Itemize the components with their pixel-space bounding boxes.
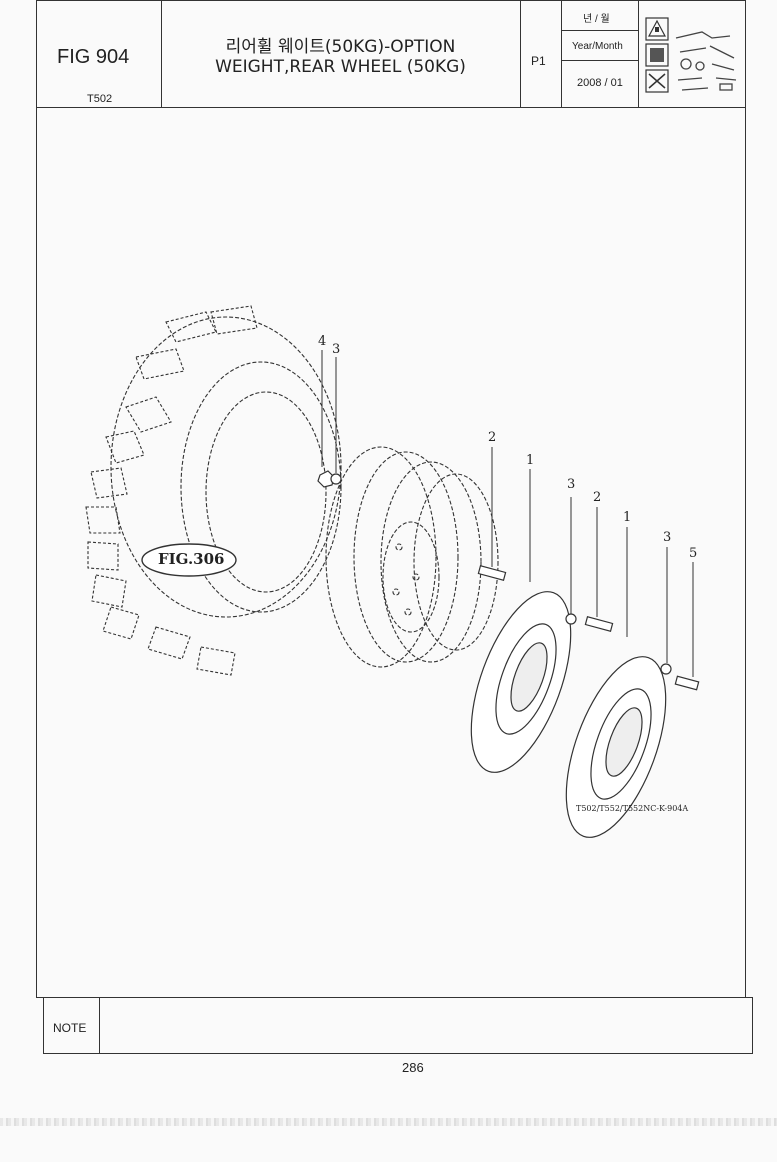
header-divider-4 bbox=[638, 0, 639, 108]
washer-3-top bbox=[330, 473, 342, 485]
tools-icon bbox=[675, 31, 737, 91]
date-label: Year/Month bbox=[572, 41, 623, 52]
scan-artifact-line bbox=[0, 1118, 777, 1126]
callout-1: 1 bbox=[526, 453, 535, 468]
fig-number: FIG 904 bbox=[57, 46, 130, 68]
callout-5: 5 bbox=[689, 546, 698, 561]
page-indicator: P1 bbox=[531, 54, 546, 68]
date-value: 2008 / 01 bbox=[577, 77, 623, 89]
washer-3-mid bbox=[565, 613, 577, 625]
page-number: 286 bbox=[402, 1060, 424, 1075]
tire-tread-lugs bbox=[85, 305, 258, 676]
model-code: T502 bbox=[87, 93, 113, 105]
note-box bbox=[43, 997, 753, 1054]
callout-1: 1 bbox=[623, 510, 632, 525]
callout-3: 3 bbox=[332, 342, 341, 357]
header-divider-3 bbox=[561, 0, 562, 108]
weight-plate-2 bbox=[565, 656, 667, 838]
fig-reference-label: FIG.306 bbox=[158, 550, 225, 568]
nut-4 bbox=[317, 470, 335, 488]
washer-3-right bbox=[660, 663, 672, 675]
drawing-code: T502/T552/T552NC-K-904A bbox=[576, 804, 689, 813]
wheel-rim bbox=[325, 446, 499, 668]
callout-3: 3 bbox=[567, 477, 576, 492]
callout-4: 4 bbox=[318, 334, 327, 349]
callout-2: 2 bbox=[593, 490, 602, 505]
safety-manual-icon bbox=[645, 17, 669, 93]
tire-outline bbox=[110, 316, 342, 618]
note-label: NOTE bbox=[53, 1021, 87, 1035]
callout-2: 2 bbox=[488, 430, 497, 445]
stud-2-b bbox=[584, 616, 614, 632]
bolt-5 bbox=[674, 675, 700, 691]
header-divider-1 bbox=[161, 0, 162, 108]
header-date-rule-1 bbox=[561, 30, 638, 31]
date-label-korean: 년 / 월 bbox=[583, 14, 610, 25]
fig-reference-oval bbox=[141, 543, 237, 577]
title-english: WEIGHT,REAR WHEEL (50KG) bbox=[215, 57, 466, 77]
exploded-parts-drawing bbox=[85, 305, 700, 838]
title-korean: 리어휠 웨이트(50KG)-OPTION bbox=[225, 37, 456, 57]
stud-2-a bbox=[477, 565, 507, 581]
header-divider-2 bbox=[520, 0, 521, 108]
header-date-rule-2 bbox=[561, 60, 638, 61]
header-box bbox=[36, 0, 746, 108]
note-divider bbox=[99, 997, 100, 1054]
callout-3: 3 bbox=[663, 530, 672, 545]
weight-plate-1 bbox=[470, 591, 572, 773]
weight-plates bbox=[470, 591, 667, 838]
